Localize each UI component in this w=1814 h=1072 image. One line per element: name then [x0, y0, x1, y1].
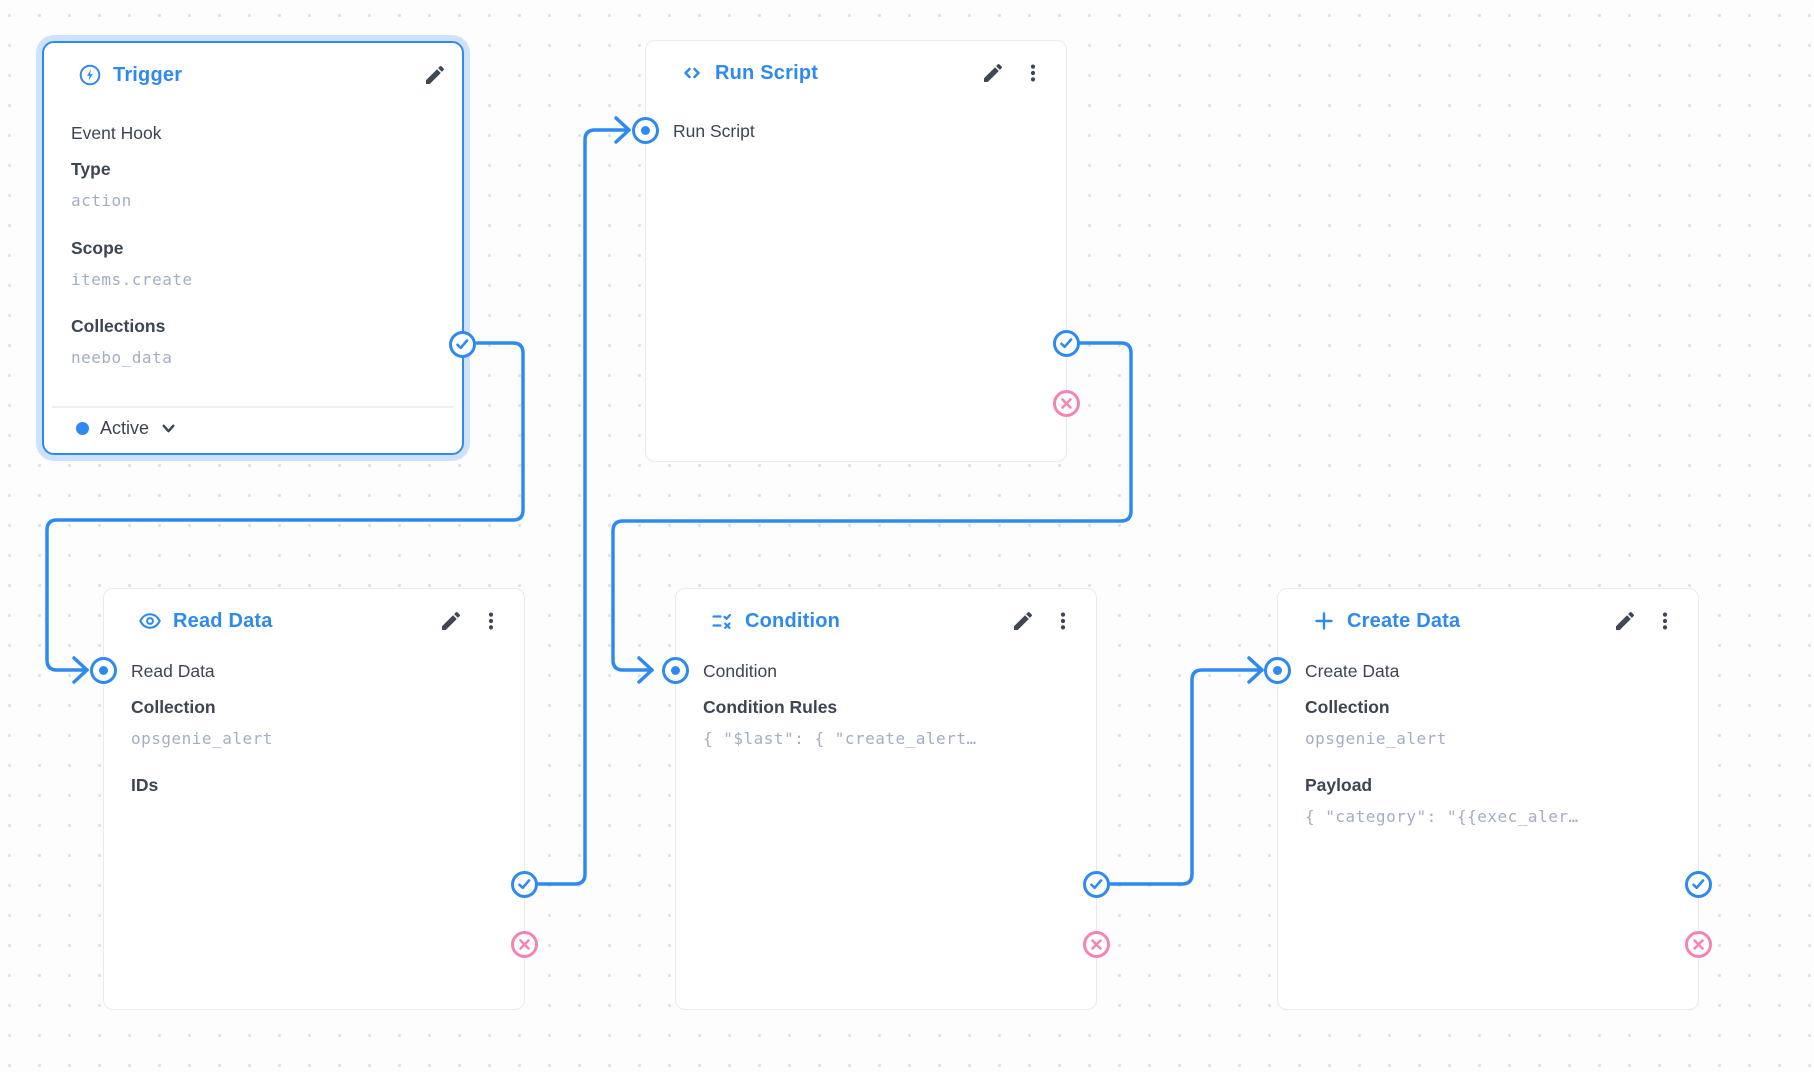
field-value: opsgenie_alert	[131, 729, 273, 748]
field-label: Type	[71, 159, 111, 179]
arrowhead-condition	[637, 656, 654, 684]
field-label: Payload	[1305, 775, 1373, 795]
input-connector[interactable]	[662, 657, 689, 684]
resolve-connector[interactable]	[449, 331, 476, 358]
arrowhead-create-data	[1247, 656, 1264, 684]
plus-icon	[1312, 609, 1336, 633]
input-connector[interactable]	[90, 657, 117, 684]
reject-connector[interactable]	[1083, 931, 1110, 958]
node-condition-header: Condition	[710, 607, 840, 635]
node-create-data-header: Create Data	[1312, 607, 1460, 635]
reject-connector[interactable]	[511, 931, 538, 958]
resolve-connector[interactable]	[1053, 330, 1080, 357]
field-label: Collections	[71, 316, 166, 336]
more-menu-icon[interactable]	[1050, 608, 1076, 634]
node-read-data-header: Read Data	[138, 607, 273, 635]
field-label: Collection	[1305, 697, 1390, 717]
edit-icon[interactable]	[1010, 608, 1036, 634]
input-label: Read Data	[131, 661, 215, 681]
wire-read-data-to-run-script	[536, 128, 631, 886]
more-menu-icon[interactable]	[1020, 60, 1046, 86]
wire-condition-to-create-data	[1108, 668, 1264, 886]
status-toggle[interactable]: Active	[44, 403, 462, 453]
more-menu-icon[interactable]	[478, 608, 504, 634]
resolve-connector[interactable]	[1083, 871, 1110, 898]
node-title: Run Script	[715, 61, 819, 84]
edit-icon[interactable]	[980, 60, 1006, 86]
resolve-connector[interactable]	[511, 871, 538, 898]
input-connector[interactable]	[1264, 657, 1291, 684]
node-run-script-header: Run Script	[680, 59, 818, 87]
status-dot	[76, 421, 89, 435]
node-trigger-header: Trigger	[78, 61, 182, 89]
edit-icon[interactable]	[1612, 608, 1638, 634]
edit-icon[interactable]	[438, 608, 464, 634]
more-menu-icon[interactable]	[1652, 608, 1678, 634]
field-label: Scope	[71, 238, 124, 258]
input-label: Create Data	[1305, 661, 1400, 681]
reject-connector[interactable]	[1053, 390, 1080, 417]
rule-icon	[710, 609, 734, 633]
input-label: Condition	[703, 661, 777, 681]
node-create-data[interactable]: Create Data Create Data Collection opsge…	[1264, 588, 1712, 1010]
field-label: Condition Rules	[703, 697, 838, 717]
node-title: Trigger	[113, 63, 183, 86]
eye-icon	[138, 609, 162, 633]
field-value: items.create	[71, 270, 193, 289]
field-value: neebo_data	[71, 348, 173, 367]
field-value: { "$last": { "create_alert…	[703, 729, 977, 748]
node-trigger[interactable]: Trigger Event Hook Type action Scope ite…	[42, 41, 476, 455]
field-value: action	[71, 191, 132, 210]
arrowhead-read-data	[72, 656, 89, 684]
field-label: Collection	[131, 697, 216, 717]
reject-connector[interactable]	[1685, 931, 1712, 958]
node-read-data[interactable]: Read Data Read Data Collection opsgenie_…	[90, 588, 538, 1010]
node-title: Create Data	[1347, 609, 1461, 632]
input-connector[interactable]	[632, 117, 659, 144]
node-condition[interactable]: Condition Condition Condition Rules { "$…	[662, 588, 1110, 1010]
resolve-connector[interactable]	[1685, 871, 1712, 898]
input-label: Run Script	[673, 121, 755, 141]
code-icon	[680, 61, 704, 85]
node-title: Read Data	[173, 609, 273, 632]
edit-icon[interactable]	[422, 62, 448, 88]
field-value: { "category": "{{exec_aler…	[1305, 807, 1579, 826]
field-value: opsgenie_alert	[1305, 729, 1447, 748]
node-run-script[interactable]: Run Script Run Script	[632, 40, 1080, 462]
bolt-circle-icon	[78, 63, 102, 87]
chevron-down-icon	[160, 420, 177, 437]
node-title: Condition	[745, 609, 841, 632]
status-label: Active	[100, 417, 150, 438]
field-label: IDs	[131, 775, 159, 795]
arrowhead-run-script	[614, 116, 631, 144]
trigger-type-value: Event Hook	[71, 123, 162, 143]
